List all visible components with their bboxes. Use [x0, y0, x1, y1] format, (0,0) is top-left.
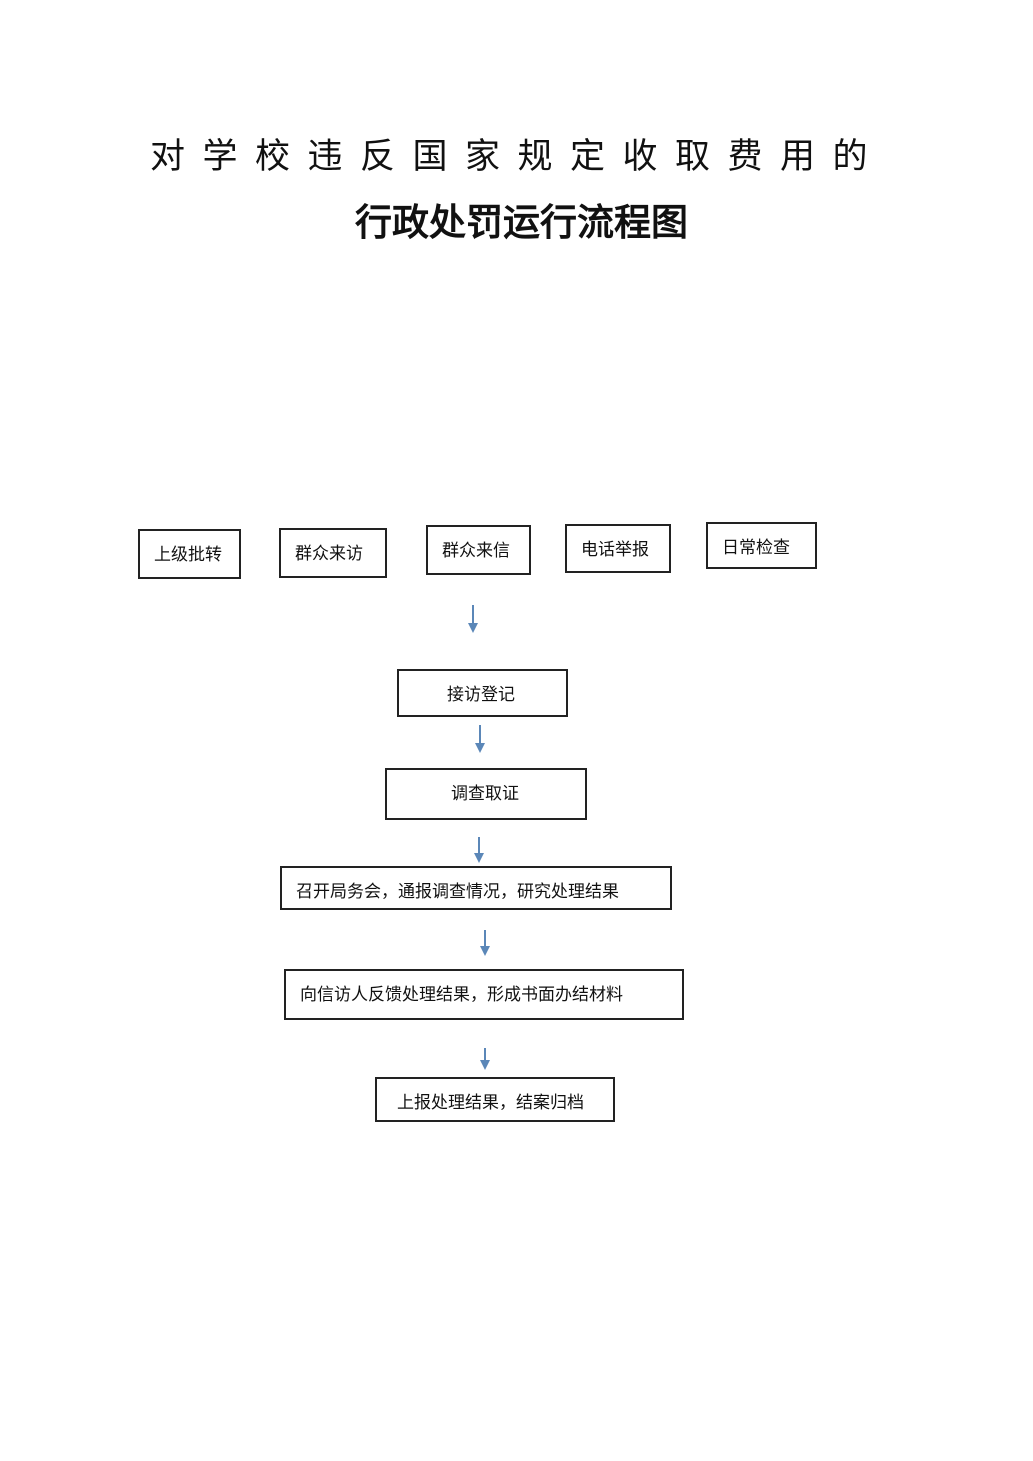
step-box: 调查取证 — [385, 768, 587, 820]
step-box: 向信访人反馈处理结果，形成书面办结材料 — [284, 969, 684, 1020]
source-box: 电话举报 — [565, 524, 671, 573]
box-label: 群众来访 — [295, 544, 363, 564]
box-label: 上级批转 — [154, 545, 222, 565]
title-line-1: 对学校违反国家规定收取费用的 — [150, 137, 886, 177]
step-box: 召开局务会，通报调查情况，研究处理结果 — [280, 866, 672, 910]
box-label: 上报处理结果，结案归档 — [397, 1093, 584, 1113]
box-label: 电话举报 — [581, 540, 649, 560]
box-label: 调查取证 — [451, 784, 519, 804]
box-label: 向信访人反馈处理结果，形成书面办结材料 — [300, 985, 623, 1005]
arrow-down-icon — [480, 930, 490, 956]
arrow-down-icon — [475, 725, 485, 753]
box-label: 群众来信 — [442, 541, 510, 561]
step-box: 上报处理结果，结案归档 — [375, 1077, 615, 1122]
source-box: 上级批转 — [138, 529, 241, 579]
step-box: 接访登记 — [397, 669, 568, 717]
arrow-down-icon — [474, 837, 484, 863]
source-box: 群众来信 — [426, 525, 531, 575]
box-label: 召开局务会，通报调查情况，研究处理结果 — [296, 882, 619, 902]
box-label: 日常检查 — [722, 538, 790, 558]
source-box: 日常检查 — [706, 522, 817, 569]
box-label: 接访登记 — [447, 685, 515, 705]
arrow-down-icon — [480, 1048, 490, 1070]
arrow-down-icon — [468, 605, 478, 633]
title-line-2: 行政处罚运行流程图 — [355, 200, 688, 244]
source-box: 群众来访 — [279, 528, 387, 578]
